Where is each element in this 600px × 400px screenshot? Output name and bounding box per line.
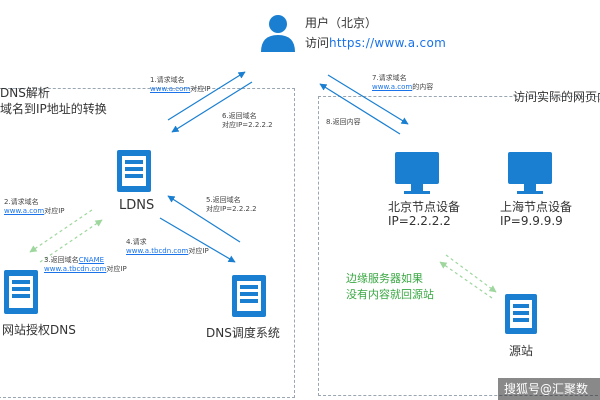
origin-server-icon <box>505 294 537 334</box>
arrow-origin-return <box>439 261 493 299</box>
left-panel-title-line2: 域名到IP地址的转换 <box>0 102 107 116</box>
ldns-server-icon <box>117 150 151 192</box>
step4-suffix: 对应IP <box>188 247 209 255</box>
step2-text: 2.请求域名 <box>4 198 39 206</box>
dns-resolution-panel <box>0 88 295 398</box>
step3-cname: CNAME <box>78 256 105 264</box>
beijing-label: 北京节点设备 <box>388 200 461 214</box>
user-url: https://www.a.com <box>329 36 447 50</box>
step7-link: www.a.com <box>372 83 413 91</box>
step3-prefix: 3.返回域名 <box>44 256 79 264</box>
step5-text: 5.返回域名 <box>206 196 241 204</box>
watermark: 搜狐号@汇聚数 <box>498 378 600 400</box>
step5-label: 5.返回域名 对应IP=2.2.2.2 <box>206 196 257 214</box>
step8-text: 8.返回内容 <box>326 118 361 126</box>
step2-link: www.a.com <box>4 207 45 215</box>
arrow-step6 <box>171 81 253 133</box>
step4-text: 4.请求 <box>126 238 147 246</box>
right-panel-title: 访问实际的网页内 <box>513 90 600 104</box>
step4-label: 4.请求 www.a.tbcdn.com对应IP <box>126 238 209 256</box>
arrow-origin-fetch <box>445 254 497 293</box>
step2-suffix: 对应IP <box>44 207 65 215</box>
arrow-step3 <box>39 219 103 263</box>
beijing-monitor-icon <box>395 152 439 194</box>
auth-dns-label: 网站授权DNS <box>2 323 76 337</box>
step6-ip: 对应IP=2.2.2.2 <box>222 121 273 129</box>
content-access-panel <box>318 96 600 396</box>
step1-text: 1.请求域名 <box>150 76 185 84</box>
step4-link: www.a.tbcdn.com <box>126 247 189 255</box>
user-name: 用户（北京） <box>305 16 378 30</box>
arrow-step5 <box>167 195 241 243</box>
step6-text: 6.返回域名 <box>222 112 257 120</box>
step3-link: www.a.tbcdn.com <box>44 265 107 273</box>
shanghai-label: 上海节点设备 <box>500 200 573 214</box>
step7-suffix: 的内容 <box>412 83 434 91</box>
user-icon <box>261 15 295 52</box>
arrow-step2 <box>29 209 93 253</box>
arrow-step4 <box>159 217 236 263</box>
step1-link: www.a.com <box>150 85 191 93</box>
edge-note-line2: 没有内容就回源站 <box>346 288 434 301</box>
step6-label: 6.返回域名 对应IP=2.2.2.2 <box>222 112 273 130</box>
user-url-prefix: 访问 <box>305 36 330 50</box>
arrow-step7 <box>327 74 409 125</box>
left-panel-title-line1: DNS解析 <box>0 86 50 100</box>
arrow-step1 <box>167 71 246 121</box>
step1-suffix: 对应IP <box>190 85 211 93</box>
step8-label: 8.返回内容 <box>326 118 361 127</box>
step3-suffix: 对应IP <box>106 265 127 273</box>
edge-note-line1: 边缘服务器如果 <box>346 272 423 285</box>
step5-ip: 对应IP=2.2.2.2 <box>206 205 257 213</box>
arrow-step8 <box>319 83 401 135</box>
shanghai-ip: IP=9.9.9.9 <box>500 214 563 228</box>
auth-dns-server-icon <box>4 270 38 314</box>
gslb-label: DNS调度系统 <box>206 326 280 340</box>
origin-label: 源站 <box>509 344 534 358</box>
step1-label: 1.请求域名 www.a.com对应IP <box>150 76 211 94</box>
step7-label: 7.请求域名 www.a.com的内容 <box>372 74 433 92</box>
step2-label: 2.请求域名 www.a.com对应IP <box>4 198 65 216</box>
step7-text: 7.请求域名 <box>372 74 407 82</box>
ldns-label: LDNS <box>119 198 155 213</box>
shanghai-monitor-icon <box>508 152 552 194</box>
beijing-ip: IP=2.2.2.2 <box>388 214 451 228</box>
edge-note: 边缘服务器如果 没有内容就回源站 <box>346 271 434 303</box>
gslb-server-icon <box>232 275 266 317</box>
step3-label: 3.返回域名CNAME www.a.tbcdn.com对应IP <box>44 256 127 274</box>
user-url-line: 访问https://www.a.com <box>305 34 446 51</box>
